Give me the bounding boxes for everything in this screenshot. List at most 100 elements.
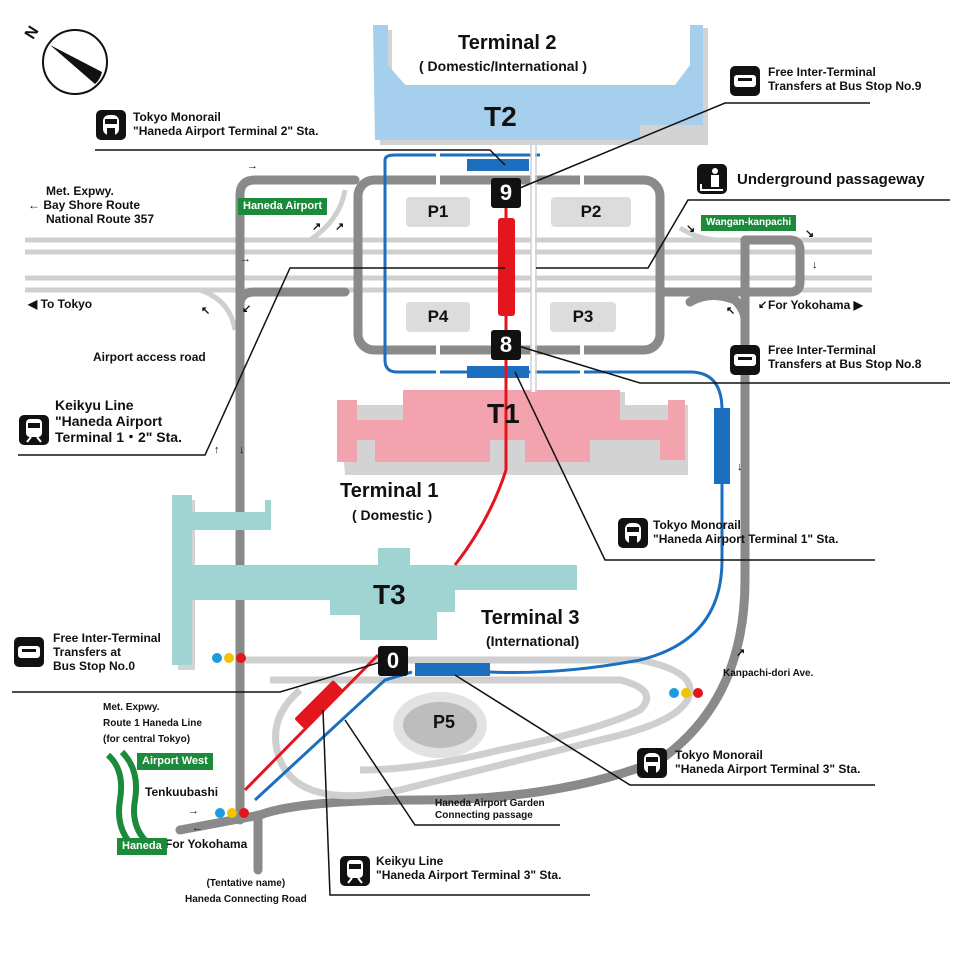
- callout-line: Tokyo Monorail: [653, 518, 741, 532]
- road-label-line: National Route 357: [46, 211, 155, 226]
- callout-line: Free Inter-Terminal: [768, 65, 876, 79]
- train-icon: [19, 415, 49, 445]
- terminal-2-code: T2: [484, 101, 517, 132]
- terminal-1-sub: ( Domestic ): [352, 507, 433, 523]
- arrow-down-right-icon: ↘: [805, 228, 815, 240]
- connecting-road-label: (Tentative name) Haneda Connecting Road: [185, 876, 307, 908]
- terminal-1-building: [337, 390, 688, 475]
- callout-line: Bus Stop No.0: [53, 658, 136, 673]
- monorail-stations: [415, 159, 730, 676]
- road-label-line: (Tentative name): [206, 878, 286, 889]
- terminal-3-building: [172, 495, 577, 670]
- road-label-line: (for central Tokyo): [103, 734, 191, 745]
- exit-sign-airport-west[interactable]: Airport West: [137, 753, 213, 771]
- route1-expressway: [105, 749, 153, 851]
- bayshore-route-label: Met. Expwy. ← Bay Shore Route National R…: [28, 184, 155, 226]
- arrow-up-icon: ↑: [214, 444, 220, 456]
- callout-keikyu-t3: Keikyu Line "Haneda Airport Terminal 3" …: [376, 854, 562, 883]
- north-compass: [42, 29, 108, 95]
- callout-line: Keikyu Line: [376, 854, 444, 868]
- callout-bus-stop-8: Free Inter-Terminal Transfers at Bus Sto…: [768, 343, 922, 372]
- terminal3-loop-roads: [245, 656, 694, 800]
- callout-bus-stop-0: Free Inter-Terminal Transfers at Bus Sto…: [53, 631, 161, 673]
- arrow-down-right-icon: ↘: [686, 223, 696, 235]
- callout-line: "Haneda Airport: [55, 413, 163, 430]
- monorail-icon: [637, 748, 667, 778]
- arrow-down-left-icon: ↙: [242, 303, 252, 315]
- bus-icon: [730, 345, 760, 375]
- callout-leader-lines: [12, 102, 950, 896]
- arrow-left-icon: ←: [192, 822, 203, 834]
- exit-sign-wangan-kanpachi[interactable]: Wangan-kanpachi: [701, 215, 797, 231]
- parking-p5[interactable]: P5: [433, 712, 456, 732]
- arrow-down-icon: ↓: [239, 444, 245, 456]
- callout-line: "Haneda Airport Terminal 2" Sta.: [133, 123, 319, 138]
- to-tokyo-text: To Tokyo: [40, 297, 93, 311]
- exit-sign-haneda[interactable]: Haneda: [117, 838, 167, 856]
- terminal-3-sub: (International): [486, 633, 580, 649]
- to-tokyo-label[interactable]: ◀ To Tokyo: [28, 297, 93, 312]
- arrow-down-icon: ↓: [812, 259, 818, 271]
- for-yokohama-text: For Yokohama: [768, 298, 851, 312]
- terminal-1-code: T1: [487, 398, 520, 429]
- arrow-right-icon: →: [247, 160, 258, 172]
- tenkuubashi-label: Tenkuubashi: [145, 785, 219, 799]
- arrow-right-icon: →: [188, 805, 199, 817]
- callout-line: "Haneda Airport Terminal 3" Sta.: [376, 867, 562, 882]
- arrow-up-right-icon: ↗: [736, 647, 746, 659]
- callout-monorail-t3: Tokyo Monorail "Haneda Airport Terminal …: [675, 748, 860, 777]
- keikyu-line: [243, 200, 508, 792]
- bus-stop-0[interactable]: 0: [378, 646, 408, 676]
- arrow-up-right-icon: ↗: [312, 221, 322, 233]
- road-label-line: Route 1 Haneda Line: [103, 718, 202, 729]
- junction-markers: [212, 653, 703, 818]
- for-yokohama-west-label[interactable]: For Yokohama: [165, 837, 248, 851]
- parking-p1[interactable]: P1: [406, 197, 470, 227]
- callout-line: Tokyo Monorail: [675, 748, 763, 762]
- terminal-3-code: T3: [373, 579, 406, 610]
- route1-label: Met. Expwy. Route 1 Haneda Line (for cen…: [103, 700, 202, 748]
- callout-line: Terminal 1・2" Sta.: [55, 429, 182, 446]
- parking-p2[interactable]: P2: [551, 197, 631, 227]
- bus-icon: [14, 637, 44, 667]
- bus-icon: [730, 66, 760, 96]
- triangle-left-icon: ◀: [28, 297, 38, 311]
- callout-monorail-t1: Tokyo Monorail "Haneda Airport Terminal …: [653, 518, 838, 547]
- terminal-1-name: Terminal 1: [340, 480, 439, 502]
- arrow-up-right-icon: ↗: [335, 221, 345, 233]
- terminal-2-name: Terminal 2: [458, 32, 557, 54]
- callout-line: Transfers at Bus Stop No.8: [768, 356, 922, 371]
- parking-p3[interactable]: P3: [550, 302, 616, 332]
- callout-line: Connecting passage: [435, 809, 533, 821]
- road-label-line: Met. Expwy.: [46, 184, 114, 198]
- arrow-down-icon: ↓: [737, 461, 743, 473]
- kanpachi-dori-label: Kanpachi-dori Ave.: [723, 668, 814, 679]
- parking-p4[interactable]: P4: [406, 302, 470, 332]
- callout-keikyu-t12: Keikyu Line "Haneda Airport Terminal 1・2…: [55, 397, 182, 445]
- callout-line: Transfers at Bus Stop No.9: [768, 78, 922, 93]
- bus-stop-8[interactable]: 8: [491, 330, 521, 360]
- exit-sign-haneda-airport[interactable]: Haneda Airport: [238, 198, 328, 216]
- road-label-line: Haneda Connecting Road: [185, 894, 307, 905]
- for-yokohama-east-label[interactable]: For Yokohama ▶: [768, 298, 863, 313]
- callout-line: Free Inter-Terminal: [53, 631, 161, 645]
- train-icon: [340, 856, 370, 886]
- arrow-right-icon: →: [240, 253, 251, 265]
- callout-line: Keikyu Line: [55, 397, 134, 413]
- pedestrian-passage-icon: [697, 164, 727, 194]
- road-label-line: ← Bay Shore Route: [28, 197, 141, 212]
- arrow-up-left-icon: ↖: [201, 305, 211, 317]
- keikyu-stations: [295, 218, 515, 728]
- callout-underground-passageway: Underground passageway: [737, 171, 925, 188]
- callout-garden-passage: Haneda Airport Garden Connecting passage: [435, 798, 545, 821]
- terminal-2-sub: ( Domestic/International ): [419, 58, 588, 74]
- callout-line: Free Inter-Terminal: [768, 343, 876, 357]
- arrow-up-left-icon: ↖: [726, 305, 736, 317]
- monorail-icon: [618, 518, 648, 548]
- callout-monorail-t2: Tokyo Monorail "Haneda Airport Terminal …: [133, 110, 319, 139]
- monorail-icon: [96, 110, 126, 140]
- bus-stop-9[interactable]: 9: [491, 178, 521, 208]
- terminal-3-name: Terminal 3: [481, 607, 580, 629]
